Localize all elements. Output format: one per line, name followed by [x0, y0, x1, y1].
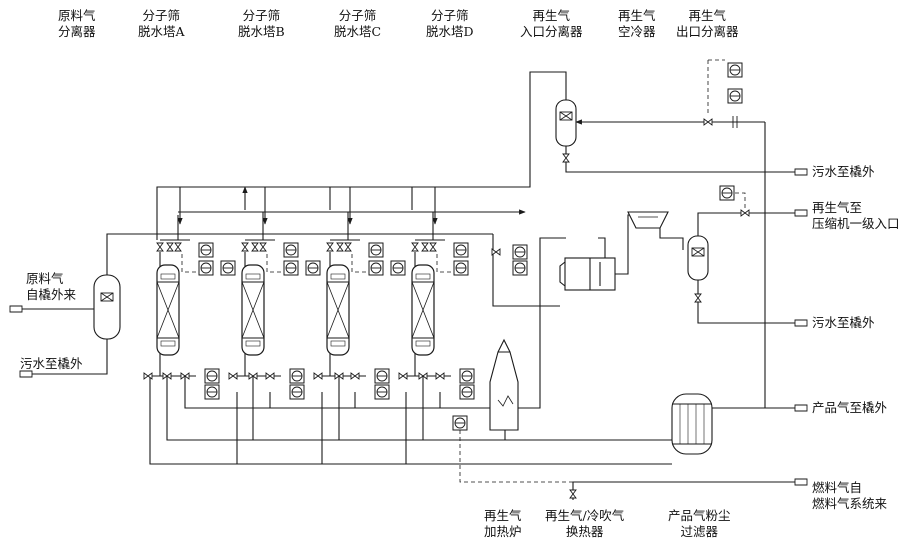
label-regen-heater: 再生气加热炉: [484, 508, 522, 539]
tower-a: [156, 264, 180, 356]
product-dust-filter: [671, 393, 713, 455]
label-regen-inlet-sep: 再生气入口分离器: [520, 8, 583, 39]
regen-heater: [489, 351, 519, 431]
tower-d: [411, 264, 435, 356]
regen-inlet-separator: [555, 99, 577, 147]
regen-outlet-separator: [687, 235, 709, 281]
label-wastewater-regen-outlet: 污水至橇外: [812, 315, 875, 330]
label-regen-air-cooler: 再生气空冷器: [618, 8, 656, 39]
instrument-group: [198, 62, 743, 431]
label-fuel-in: 燃料气自燃料气系统来: [812, 480, 888, 511]
feed-separator-vessel: [93, 274, 121, 340]
label-product-out: 产品气至橇外: [812, 400, 888, 415]
label-feed-in: 原料气自橇外来: [26, 271, 77, 302]
tower-c: [326, 264, 350, 356]
regen-air-cooler: [627, 211, 669, 229]
label-regen-to-compressor: 再生气至压缩机一级入口: [812, 200, 900, 231]
label-regen-outlet-sep: 再生气出口分离器: [676, 8, 739, 39]
tower-b: [241, 264, 265, 356]
label-tower-b: 分子筛脱水塔B: [238, 8, 285, 39]
label-wastewater-regen-inlet: 污水至橇外: [812, 164, 875, 179]
label-dust-filter: 产品气粉尘过滤器: [668, 508, 731, 539]
label-tower-c: 分子筛脱水塔C: [334, 8, 382, 39]
label-tower-d: 分子筛脱水塔D: [426, 8, 474, 39]
label-feed-separator: 原料气分离器: [58, 8, 96, 39]
label-tower-a: 分子筛脱水塔A: [138, 8, 185, 39]
label-wastewater-feed: 污水至橇外: [20, 356, 83, 371]
feed-header-line: [106, 233, 493, 275]
label-regen-exchanger: 再生气/冷吹气换热器: [545, 508, 625, 539]
